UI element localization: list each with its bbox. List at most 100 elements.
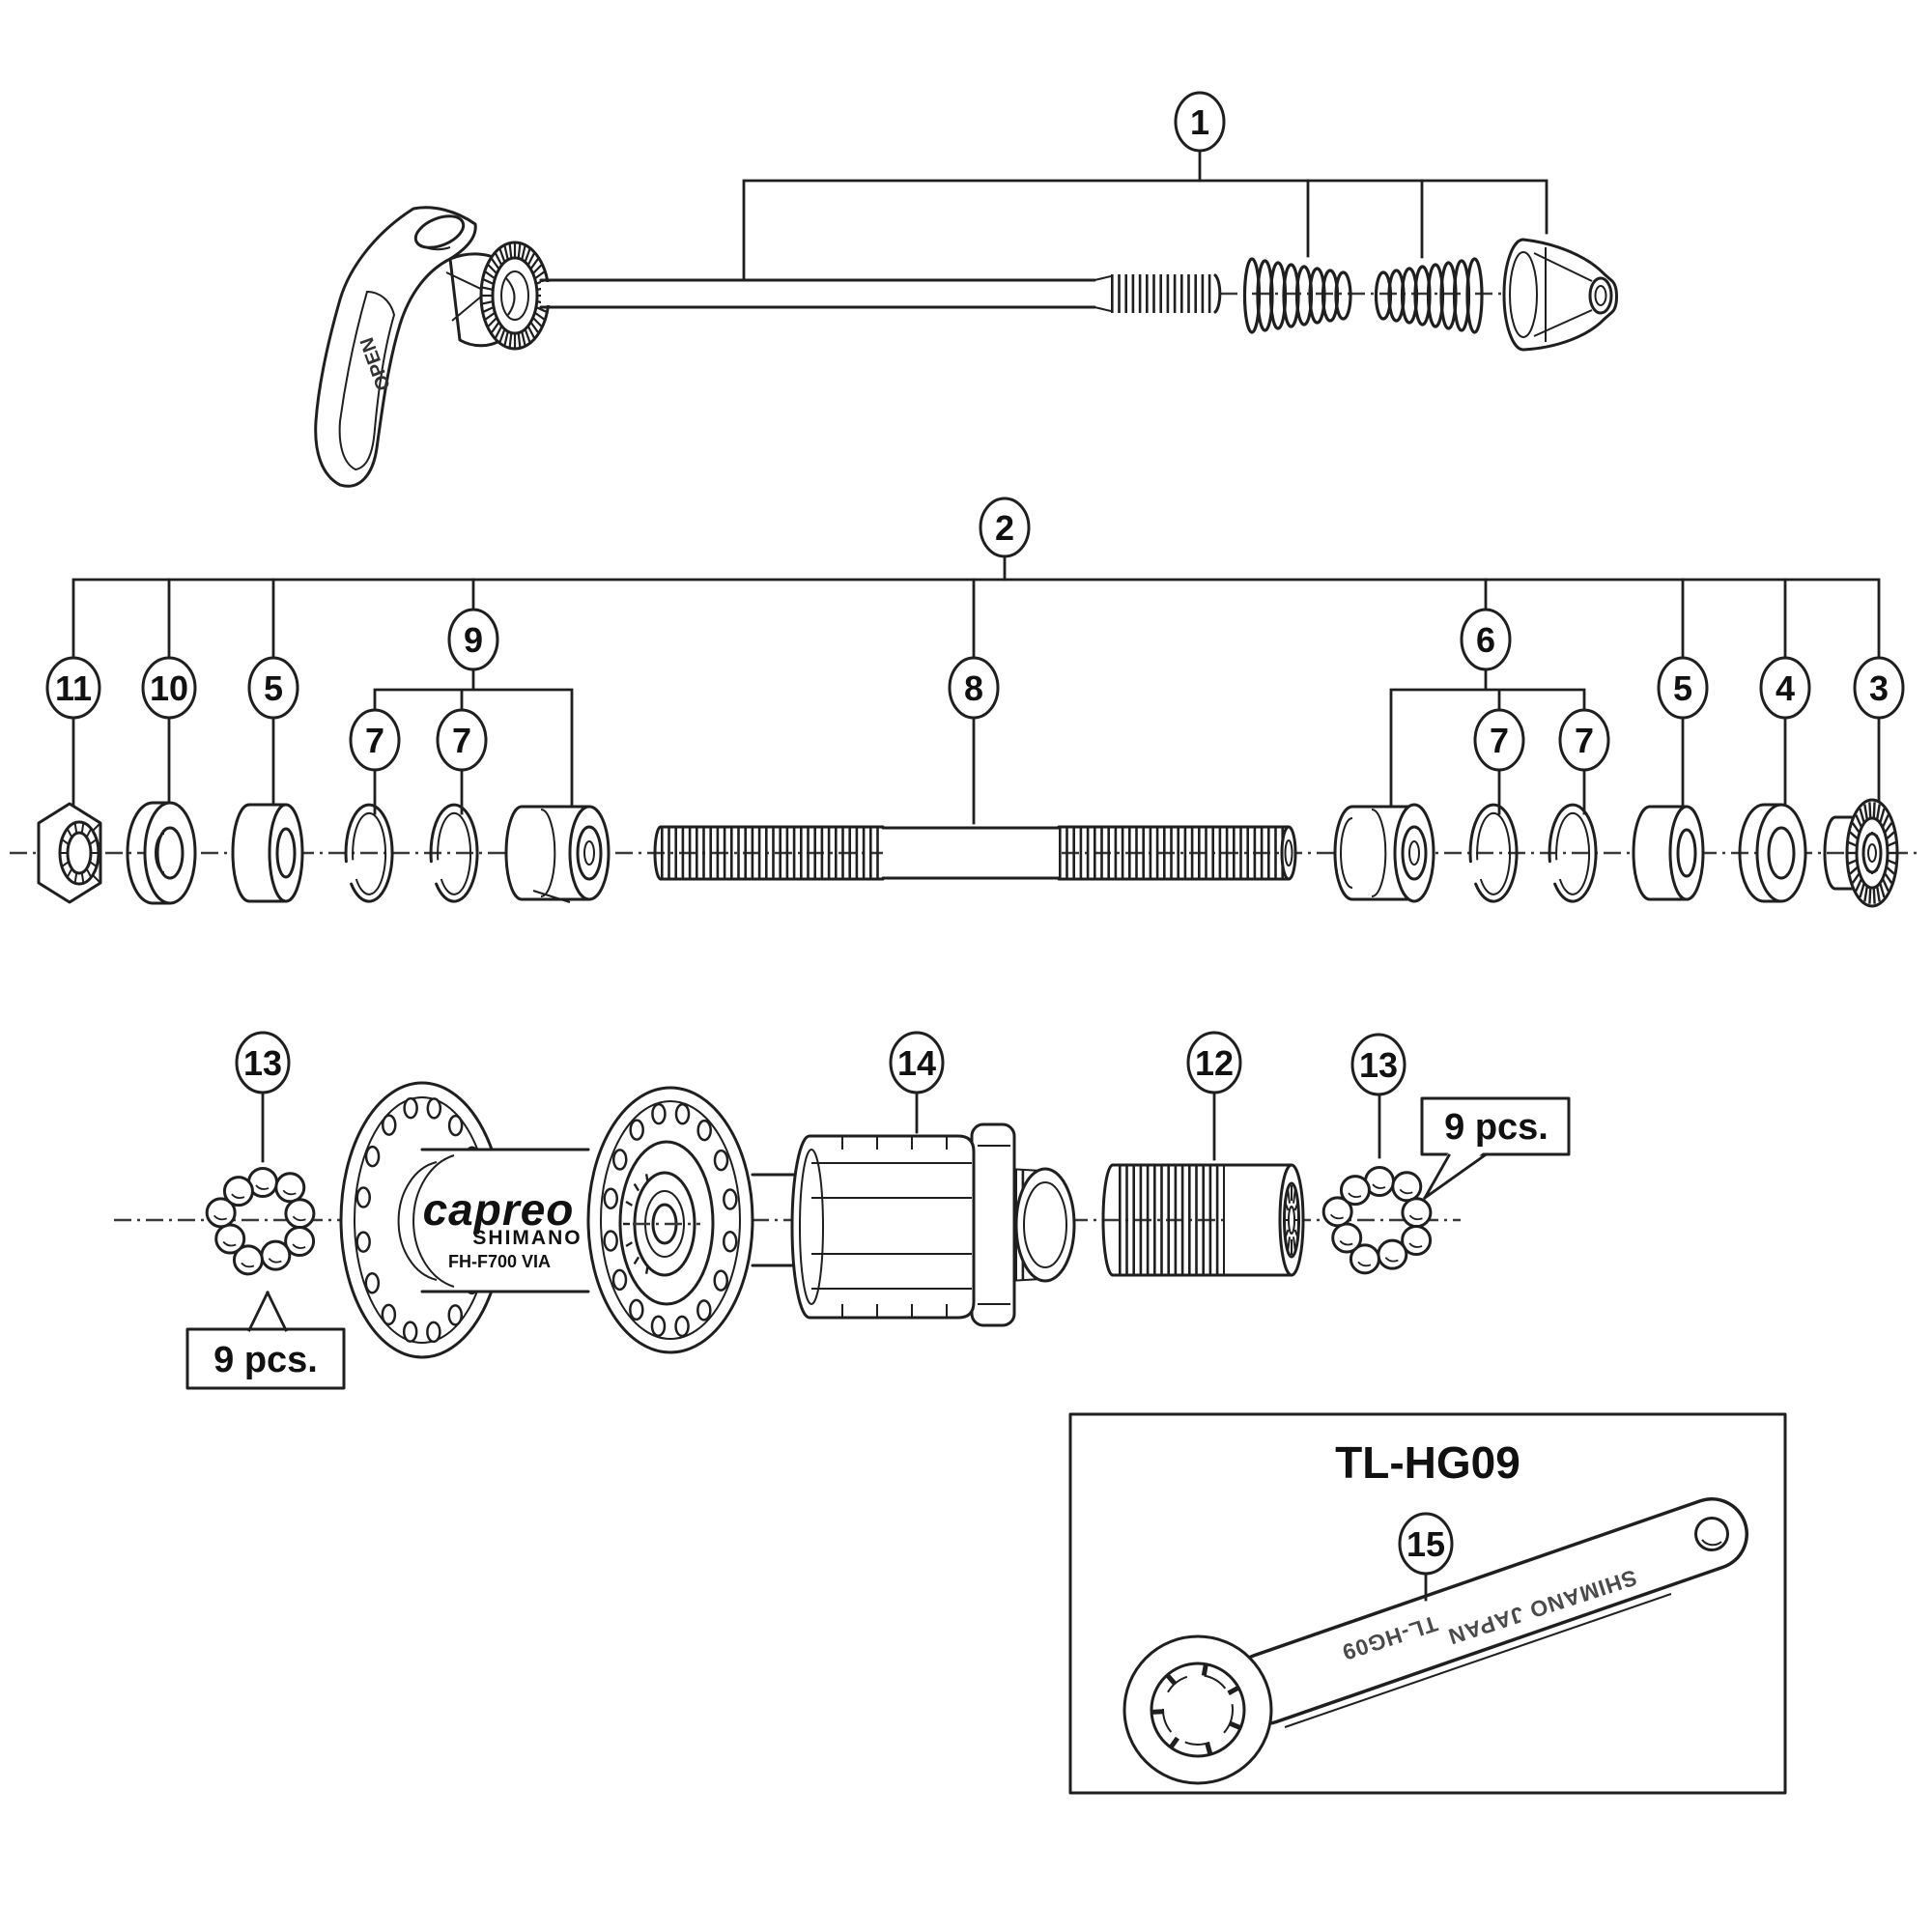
part-cone-9 xyxy=(504,805,611,903)
callout-15: 15 xyxy=(1398,1512,1454,1602)
serration-tick xyxy=(534,312,545,321)
spoke-hole xyxy=(629,1119,644,1141)
serration-tick xyxy=(536,306,547,313)
serration-tick xyxy=(1293,1202,1299,1211)
spoke-hole xyxy=(651,1102,667,1125)
serration-tick xyxy=(1879,808,1886,823)
svg-text:6: 6 xyxy=(1476,620,1495,660)
serration-tick xyxy=(485,270,496,279)
serration-tick xyxy=(1888,840,1896,847)
part-qr-spring-right xyxy=(1374,257,1484,334)
serration-tick xyxy=(62,861,69,867)
serration-tick xyxy=(1859,883,1865,898)
part-cone-6 xyxy=(1333,803,1435,903)
part-freehub-body xyxy=(790,1122,1076,1327)
serration-tick xyxy=(1886,831,1895,839)
callout-circle xyxy=(1174,91,1226,153)
part-ball-bearings-left xyxy=(205,1167,316,1276)
spoke-hole xyxy=(355,1231,371,1253)
part-sleeve-12 xyxy=(1101,1163,1305,1277)
serration-tick xyxy=(1851,873,1861,884)
hexnut-hole-ticks xyxy=(61,823,98,883)
serration-tick xyxy=(1151,1709,1164,1715)
tool-ring-ticks xyxy=(1151,1663,1242,1755)
spoke-hole xyxy=(381,1303,397,1326)
svg-text:9: 9 xyxy=(464,620,483,660)
serration-tick xyxy=(508,333,513,348)
nine-pcs-box-left: 9 pcs. xyxy=(185,1291,346,1390)
serration-tick xyxy=(532,264,543,274)
callout-12: 12 xyxy=(1186,1031,1242,1161)
svg-text:10: 10 xyxy=(150,668,188,708)
hub-brand-label: capreo xyxy=(423,1184,575,1235)
bearing-ball-shading xyxy=(255,1184,270,1190)
serration-tick xyxy=(521,245,526,260)
bearing-ball-shading xyxy=(231,1193,245,1200)
bearing-ball-shading xyxy=(292,1243,306,1249)
tool-box: TL-HG09 TL-HG09 SHIMANO JAPAN 15 xyxy=(1068,1412,1787,1795)
spoke-hole xyxy=(629,1298,644,1321)
callout-13-right: 13 xyxy=(1350,1033,1406,1159)
serration-tick xyxy=(1849,831,1859,839)
serration-tick xyxy=(1863,886,1868,902)
bearing-ball xyxy=(1377,1238,1408,1270)
part-nut-11 xyxy=(37,802,102,904)
serration-tick xyxy=(1293,1236,1296,1251)
serration-tick xyxy=(1863,804,1868,820)
hub-model-label: FH-F700 VIA xyxy=(448,1252,551,1271)
part-qr-skewer xyxy=(539,273,1222,314)
serration-tick xyxy=(73,823,78,833)
part-seal-ring-7-b xyxy=(429,803,479,903)
serration-tick xyxy=(1165,1673,1178,1686)
bearing-ball xyxy=(1339,1175,1371,1207)
bearing-ball-shading xyxy=(1339,1239,1353,1246)
serration-tick xyxy=(498,248,506,262)
callout-1: 1 xyxy=(742,91,1548,280)
svg-text:4: 4 xyxy=(1776,668,1795,708)
serration-tick xyxy=(1284,1202,1290,1211)
serration-tick xyxy=(86,829,92,838)
tool-box-title: TL-HG09 xyxy=(1335,1437,1520,1488)
svg-text:2: 2 xyxy=(995,508,1014,548)
serration-tick xyxy=(1293,1229,1299,1238)
serration-tick xyxy=(1851,822,1861,833)
bearing-ball-shading xyxy=(222,1240,237,1247)
serration-tick xyxy=(1855,879,1862,892)
callout-8: 8 xyxy=(948,656,1000,825)
spoke-hole xyxy=(364,1145,381,1168)
bearing-ball xyxy=(222,1176,254,1208)
svg-text:13: 13 xyxy=(243,1043,282,1083)
serration-tick xyxy=(524,329,531,343)
bearing-ball xyxy=(1349,1243,1380,1275)
serration-tick xyxy=(633,1256,640,1265)
serration-tick xyxy=(62,838,69,845)
serration-tick xyxy=(67,829,72,838)
svg-text:5: 5 xyxy=(264,668,283,708)
bearing-ball-shading xyxy=(1329,1213,1344,1220)
axle-assembly: 2 11 10 5 9 7 7 xyxy=(37,497,1905,908)
callout-7-c: 7 xyxy=(1473,708,1525,815)
part-qr-spring-left xyxy=(1242,257,1352,334)
bearing-ball xyxy=(1401,1225,1433,1256)
spoke-holes-right xyxy=(603,1102,738,1338)
serration-tick xyxy=(1882,814,1889,827)
callout-5-left: 5 xyxy=(247,656,299,811)
callout-5-right: 5 xyxy=(1657,656,1709,813)
bearing-ball xyxy=(260,1239,292,1271)
sleeve-spline-ticks xyxy=(1284,1185,1299,1255)
spring-coil xyxy=(1465,257,1484,334)
serration-tick xyxy=(1287,1236,1291,1251)
svg-text:1: 1 xyxy=(1190,102,1209,142)
callout-14: 14 xyxy=(889,1031,945,1134)
spoke-hole xyxy=(696,1119,712,1142)
center-lines xyxy=(10,292,1920,1222)
serration-tick xyxy=(80,823,85,833)
serration-tick xyxy=(1876,804,1881,820)
part-spacer-5-left xyxy=(231,803,304,903)
serration-tick xyxy=(1884,873,1893,884)
callout-3: 3 xyxy=(1853,656,1905,811)
serration-tick xyxy=(503,331,509,346)
serration-tick xyxy=(1888,859,1896,866)
quick-release-assembly: OPEN xyxy=(314,91,1618,488)
